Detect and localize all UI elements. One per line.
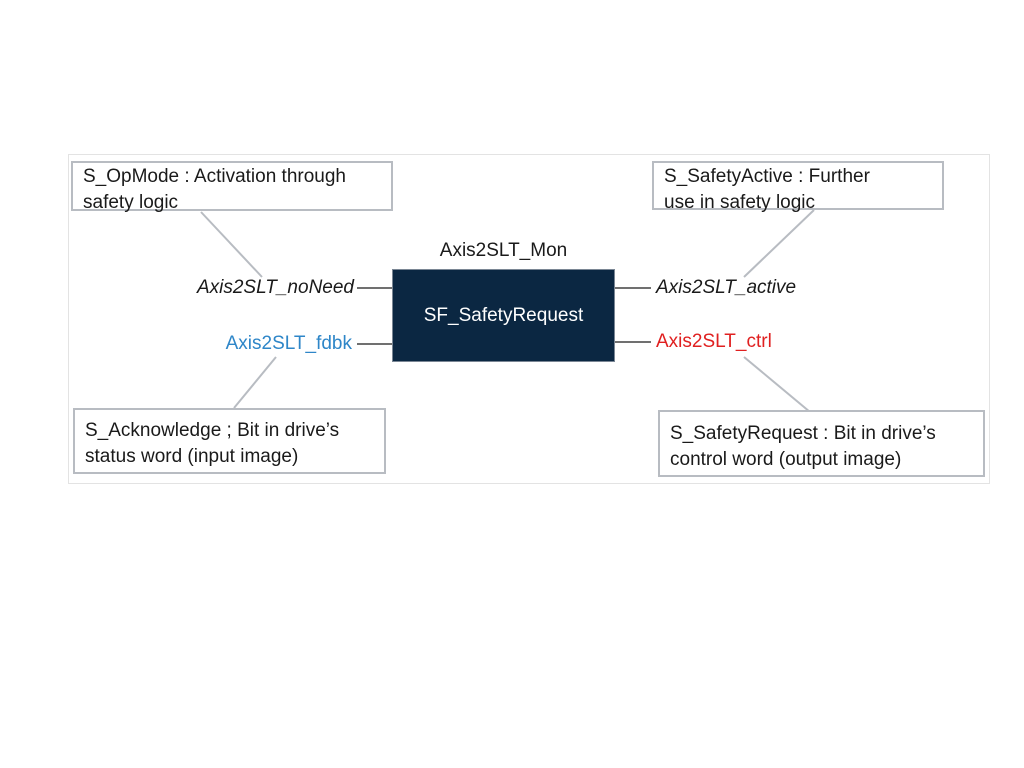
note-safety-active-line1: S_SafetyActive : Further <box>664 166 870 187</box>
note-safety-request-line2: control word (output image) <box>670 449 902 470</box>
pin-in-bottom-label: Axis2SLT_fdbk <box>225 333 352 354</box>
pin-in-top-label: Axis2SLT_noNeed <box>196 277 354 298</box>
note-safety-active-line2: use in safety logic <box>664 192 816 213</box>
note-opmode: S_OpMode : Activation through safety log… <box>71 161 393 213</box>
diagram-frame <box>68 154 990 484</box>
pin-out-top-label: Axis2SLT_active <box>656 277 797 298</box>
block-type-name: SF_SafetyRequest <box>423 304 584 326</box>
note-acknowledge-line1: S_Acknowledge ; Bit in drive’s <box>85 420 340 441</box>
note-opmode-line1: S_OpMode : Activation through <box>83 166 346 187</box>
pin-out-bottom-label: Axis2SLT_ctrl <box>656 331 772 352</box>
note-opmode-line2: safety logic <box>83 192 179 213</box>
note-acknowledge: S_Acknowledge ; Bit in drive’s status wo… <box>73 408 386 474</box>
note-acknowledge-line2: status word (input image) <box>85 446 299 467</box>
function-block: SF_SafetyRequest <box>392 269 615 362</box>
note-safety-active: S_SafetyActive : Further use in safety l… <box>652 161 944 213</box>
note-safety-request: S_SafetyRequest : Bit in drive’s control… <box>658 410 985 477</box>
note-safety-request-line1: S_SafetyRequest : Bit in drive’s <box>670 423 936 444</box>
block-instance-name: Axis2SLT_Mon <box>439 240 568 261</box>
